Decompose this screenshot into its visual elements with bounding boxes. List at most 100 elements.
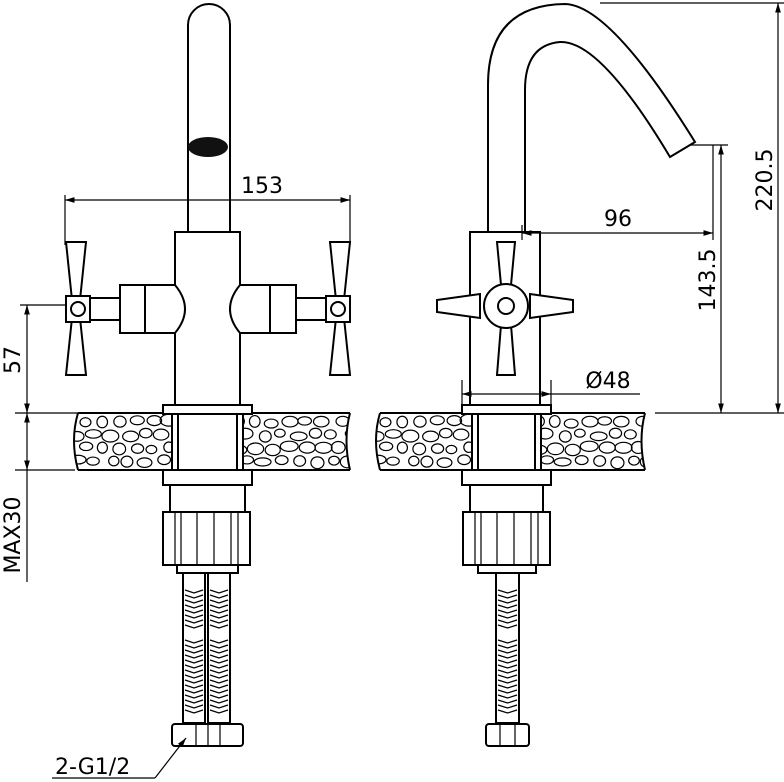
hose-braid <box>497 654 518 659</box>
dimension-label: 143.5 <box>696 249 721 312</box>
dimension-label: Ø48 <box>585 369 630 394</box>
stone <box>589 431 608 442</box>
dimension-96: 96 <box>521 145 714 240</box>
spout-tube <box>187 3 231 232</box>
stone <box>79 417 92 428</box>
hose-braid <box>209 609 229 614</box>
stone <box>386 456 400 466</box>
stone <box>420 455 434 468</box>
stone <box>539 455 555 465</box>
stone <box>279 440 299 453</box>
stone <box>253 457 272 467</box>
hose-braid <box>209 654 229 659</box>
hose-braid <box>497 659 518 664</box>
hose-braid <box>184 659 204 664</box>
stone <box>378 441 394 452</box>
stone <box>422 430 440 443</box>
stone <box>281 415 299 428</box>
stone <box>445 444 458 455</box>
stone <box>113 415 127 428</box>
stone <box>446 415 463 427</box>
hose-braid <box>209 589 229 594</box>
stone <box>264 443 281 457</box>
stone <box>581 415 599 428</box>
hose-braid <box>497 624 518 629</box>
hose-braid <box>209 594 229 599</box>
hose-braid <box>497 709 518 714</box>
hose-braid <box>184 654 204 659</box>
right-valve-cylinder <box>229 284 297 334</box>
stone <box>274 455 289 466</box>
stone <box>78 441 94 452</box>
dimension-label: 2-G1/2 <box>55 755 130 780</box>
hose-braid <box>209 614 229 619</box>
stone <box>563 418 579 429</box>
stone <box>564 443 581 457</box>
hose-braid <box>184 609 204 614</box>
stone <box>598 441 616 454</box>
hose-braid <box>497 679 518 684</box>
dimension-label: 57 <box>1 346 26 374</box>
stone <box>430 443 445 454</box>
base-flange <box>162 404 253 415</box>
stone <box>438 427 453 439</box>
hose-braid <box>497 609 518 614</box>
hose-braid <box>184 649 204 654</box>
stone <box>623 429 637 440</box>
dimension-label: 220.5 <box>753 149 778 212</box>
mixer-body <box>174 231 241 406</box>
stone <box>293 455 307 467</box>
hose-braid <box>209 644 229 649</box>
stone <box>344 428 350 439</box>
hose-braid <box>184 694 204 699</box>
stone <box>74 454 87 465</box>
hose-braid <box>209 624 229 629</box>
hose-braid <box>209 699 229 704</box>
hose-braid <box>184 644 204 649</box>
stone <box>312 415 330 428</box>
stone <box>308 427 323 439</box>
hose-braid <box>184 614 204 619</box>
hose-braid <box>209 619 229 624</box>
hose-braid <box>184 639 204 644</box>
stone <box>452 428 470 441</box>
stone <box>639 455 645 469</box>
stone <box>610 456 625 470</box>
dimension-220-5: 220.5 <box>600 2 784 413</box>
hose-braid <box>184 674 204 679</box>
dimension-143-5: 143.5 <box>655 144 784 414</box>
hose-braid <box>209 679 229 684</box>
dimension-diameter-48: Ø48 <box>461 369 640 405</box>
stone <box>74 430 85 442</box>
hose-braid <box>497 619 518 624</box>
stone <box>401 429 420 443</box>
shank <box>171 413 244 471</box>
stone <box>273 428 286 438</box>
stone <box>96 415 109 429</box>
hose-braid <box>497 644 518 649</box>
mounting-nut-side <box>462 511 551 566</box>
stone <box>384 429 402 439</box>
stone <box>546 442 565 456</box>
stone <box>152 428 170 441</box>
hose-braid <box>184 679 204 684</box>
hose-braid <box>209 669 229 674</box>
dimension-153: 153 <box>64 174 351 245</box>
stone <box>548 414 561 428</box>
hose-braid <box>184 604 204 609</box>
hose-braid <box>184 599 204 604</box>
stone <box>396 441 409 454</box>
stone <box>558 430 572 443</box>
right-cross-handle <box>295 241 352 376</box>
side-view: 96 143.5 220.5 Ø48 <box>375 2 784 747</box>
stone <box>263 418 279 429</box>
hose-braid <box>209 649 229 654</box>
stone <box>396 415 409 429</box>
stone <box>130 443 145 454</box>
hose-braid <box>497 599 518 604</box>
stone <box>429 415 445 426</box>
stone <box>614 441 633 454</box>
hose-braid <box>209 704 229 709</box>
stone <box>146 415 163 427</box>
